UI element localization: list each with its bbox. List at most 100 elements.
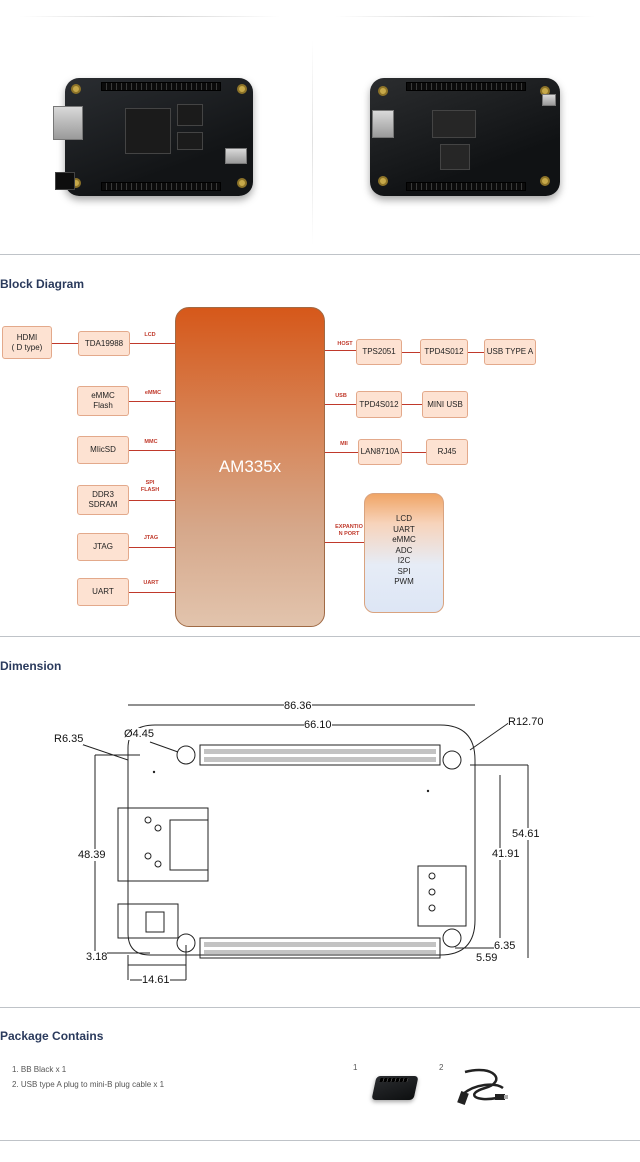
hdmi-box: HDMI ( D type) (2, 326, 52, 359)
ddr3-label: DDR3 (92, 490, 114, 499)
lcd-connector (130, 343, 175, 344)
usb-type-a-label: USB TYPE A (486, 347, 534, 356)
mii-connector (325, 452, 358, 453)
dim-d4-45: Ø4.45 (124, 728, 154, 740)
tpd4s012-usb-label: TPD4S012 (359, 399, 399, 409)
exp-adc: ADC (395, 545, 413, 555)
section-divider (0, 1007, 640, 1008)
block-diagram-title: Block Diagram (0, 277, 85, 291)
uart-bus-label: UART (143, 580, 159, 586)
package-item: 1. BB Black x 1 (12, 1065, 67, 1074)
board-pcb-back (370, 78, 560, 196)
board-pcb (65, 78, 253, 196)
tda19988-label: TDA19988 (84, 338, 124, 348)
dim-54-61: 54.61 (512, 828, 540, 840)
spi-connector (129, 500, 175, 501)
bottom-divider (0, 1140, 640, 1141)
dim-41-91: 41.91 (492, 848, 520, 860)
hdmi-sub-label: ( D type) (11, 342, 43, 352)
expansion-bus-label-2: N PORT (338, 531, 360, 537)
microsd-label: MIicSD (90, 445, 116, 454)
rj45-connector (402, 452, 426, 453)
emmc-connector (129, 401, 175, 402)
lcd-bus-label: LCD (144, 332, 156, 338)
dim-r12-70: R12.70 (508, 716, 544, 728)
uart-connector (129, 592, 175, 593)
host-connector (325, 350, 356, 351)
expansion-port-box: LCD UART eMMC ADC I2C SPI PWM (364, 493, 444, 613)
board-photo-top (35, 40, 280, 250)
dim-5-59: 5.59 (476, 952, 498, 964)
rj45-box: RJ45 (426, 439, 468, 465)
dim-3-18: 3.18 (86, 951, 108, 963)
usb-connector (325, 404, 356, 405)
board-photo-bottom (340, 40, 590, 250)
tpd4s012-host-box: TPD4S012 (420, 339, 468, 365)
top-divider-left (20, 16, 280, 17)
uart-label: UART (92, 587, 114, 596)
uart-box: UART (77, 578, 129, 606)
jtag-box: JTAG (77, 533, 129, 561)
dim-r6-35: R6.35 (54, 733, 84, 745)
mini-usb-label: MINI USB (427, 399, 463, 409)
package-number-1: 1 (353, 1063, 358, 1072)
photo-separator (312, 40, 313, 245)
host-bus-label: HOST (337, 341, 353, 347)
ethernet-port (53, 106, 83, 140)
exp-uart: UART (393, 524, 415, 534)
package-number-2: 2 (439, 1063, 444, 1072)
tpd4s012-host-label: TPD4S012 (424, 347, 464, 356)
usb-type-a-box: USB TYPE A (484, 339, 536, 365)
expansion-bus-label: EXPANTIO (335, 524, 363, 530)
usb-port (225, 148, 247, 164)
section-divider (0, 636, 640, 637)
emmc-box: eMMC Flash (77, 386, 129, 416)
emmc-bus-label: eMMC (144, 390, 162, 396)
cpu-block (175, 307, 325, 627)
sd-card-slot (372, 110, 394, 138)
tps-connector (402, 352, 420, 353)
dimension-title: Dimension (0, 659, 62, 673)
tpd4s012-usb-box: TPD4S012 (356, 391, 402, 418)
emmc-sub-label: Flash (93, 401, 113, 410)
usb-a-connector (468, 352, 484, 353)
jtag-label: JTAG (93, 542, 113, 551)
mini-usb-box: MINI USB (422, 391, 468, 418)
dim-6-35: 6.35 (494, 940, 516, 952)
usb-bus-label: USB (335, 393, 347, 399)
exp-i2c: I2C (397, 556, 411, 565)
package-title: Package Contains (0, 1029, 104, 1043)
package-list: 1. BB Black x 1 2. USB type A plug to mi… (12, 1062, 164, 1092)
mmc-bus-label: MMC (144, 439, 158, 445)
jtag-bus-label: JTAG (143, 535, 159, 541)
dim-14-61: 14.61 (142, 974, 170, 986)
ddr3-sub-label: SDRAM (88, 500, 118, 509)
tda19988-box: TDA19988 (78, 331, 130, 356)
package-item: 2. USB type A plug to mini-B plug cable … (12, 1080, 165, 1089)
usb-cable-image (457, 1068, 508, 1106)
lan8710a-label: LAN8710A (360, 447, 400, 456)
dim-66-10: 66.10 (304, 719, 332, 731)
hdmi-label: HDMI (16, 332, 38, 342)
hdmi-connector (52, 343, 78, 344)
mini-usb-port (542, 94, 556, 106)
section-divider (0, 254, 640, 255)
rj45-label: RJ45 (437, 447, 457, 456)
flash-bus-label: FLASH (140, 487, 160, 493)
power-jack (55, 172, 75, 190)
dim-86-36: 86.36 (284, 700, 312, 712)
cpu-label: AM335x (218, 457, 282, 476)
lan8710a-box: LAN8710A (358, 439, 402, 465)
tps2051-label: TPS2051 (362, 347, 396, 356)
mini-usb-connector (402, 404, 422, 405)
exp-lcd: LCD (395, 514, 412, 523)
exp-emmc: eMMC (392, 535, 416, 544)
mmc-connector (129, 450, 175, 451)
expansion-connector (325, 542, 364, 543)
jtag-connector (129, 547, 175, 548)
emmc-label: eMMC (91, 391, 115, 400)
microsd-box: MIicSD (77, 436, 129, 464)
exp-pwm: PWM (394, 577, 414, 586)
mii-bus-label: MII (340, 441, 348, 447)
dim-48-39: 48.39 (78, 849, 106, 861)
